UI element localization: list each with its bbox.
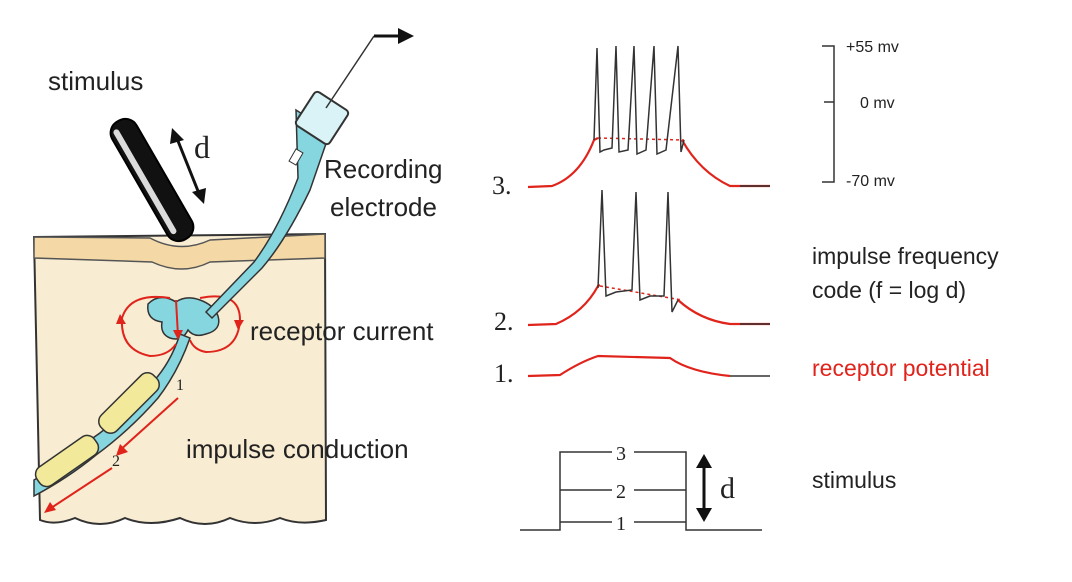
stimulus-label: stimulus [48, 66, 143, 96]
step-1-label: 1 [616, 513, 626, 535]
recording-label-1: Recording [324, 154, 443, 184]
recording-label-2: electrode [330, 192, 437, 222]
trace-1-label: 1. [494, 359, 514, 388]
voltage-scale [822, 45, 835, 183]
receptor-current-label: receptor current [250, 316, 434, 346]
receptor-current-arrow-right [234, 320, 244, 330]
tissue-block [32, 232, 328, 525]
conduction-arrowhead-1 [116, 444, 128, 456]
stimulus-d-arrow [696, 454, 712, 522]
receptor-potential-label: receptor potential [812, 355, 990, 381]
receptor-terminal [147, 296, 220, 340]
frequency-label-2: code (f = log d) [812, 277, 966, 303]
frequency-label-1: impulse frequency [812, 243, 999, 269]
scale-top-label: +55 mv [846, 39, 899, 56]
myelin-sheath [34, 372, 160, 488]
conduction-arrowhead-2 [44, 502, 56, 513]
stimulus-probe [109, 117, 195, 243]
conduction-arrow-2 [47, 467, 113, 511]
step-3-bg [612, 442, 634, 462]
scale-bottom-label: -70 mv [846, 173, 895, 190]
node-1-label: 1 [176, 377, 184, 394]
stimulus-d-label: d [720, 472, 735, 505]
step-2-label: 2 [616, 481, 626, 503]
receptor-current-arrow-left [116, 314, 126, 324]
scale-mid-label: 0 mv [860, 95, 895, 112]
trace-3 [527, 45, 770, 189]
impulse-conduction-label: impulse conduction [186, 434, 409, 464]
recording-electrode [204, 28, 414, 320]
step-3-label: 3 [616, 443, 626, 465]
displacement-arrow [170, 128, 206, 204]
step-1-bg [612, 512, 634, 532]
d-label: d [194, 129, 210, 165]
node-2-label: 2 [112, 453, 120, 470]
trace-1 [527, 354, 770, 378]
trace-2 [527, 189, 770, 327]
conduction-arrow-1 [117, 397, 179, 453]
skin-layer [33, 233, 326, 270]
trace-2-label: 2. [494, 307, 514, 336]
step-2-bg [612, 480, 634, 500]
receptor-current-arrow-center [173, 330, 183, 340]
trace-3-label: 3. [492, 171, 512, 200]
stimulus-right-label: stimulus [812, 467, 896, 493]
